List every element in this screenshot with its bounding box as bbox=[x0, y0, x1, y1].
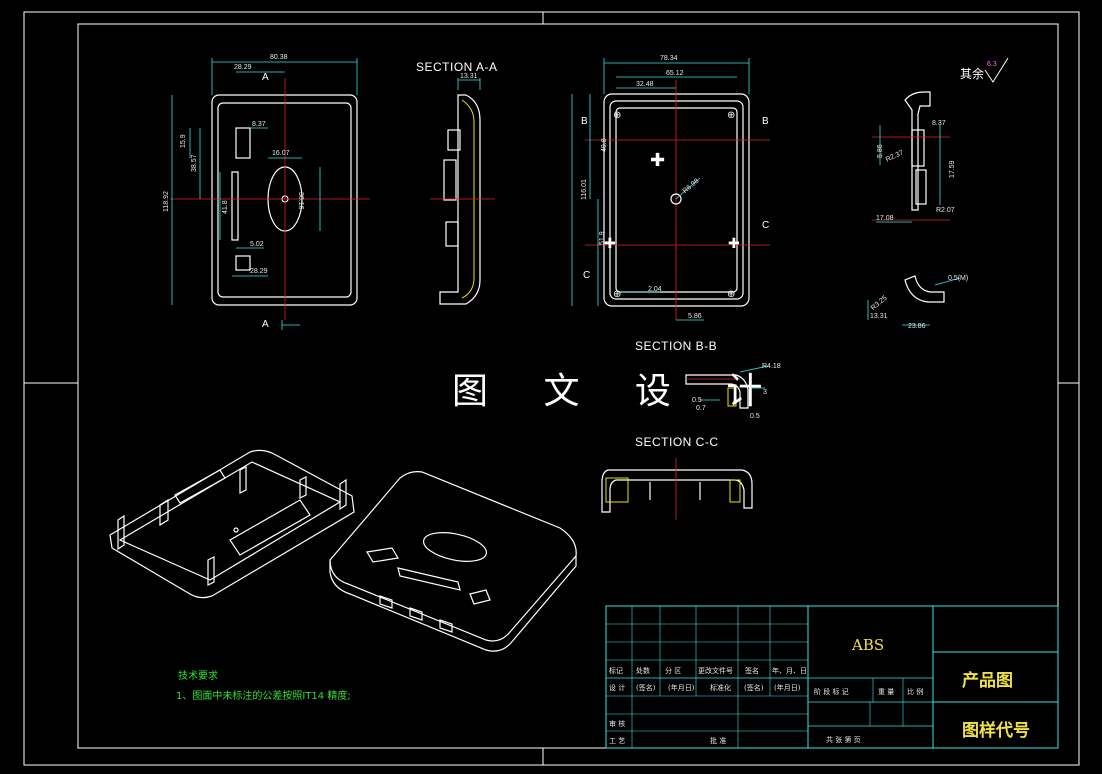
dim-118-92: 118.92 bbox=[163, 191, 170, 212]
roughness-value: 6.3 bbox=[987, 61, 997, 68]
notes-title: 技术要求 bbox=[178, 669, 218, 682]
tb-sheet: 共 张 第 页 bbox=[826, 735, 861, 744]
dim-17-59: 17.59 bbox=[949, 160, 956, 178]
tb-standard-label: 标准化 bbox=[710, 683, 731, 692]
dim-5-86: 5.86 bbox=[688, 313, 702, 320]
dim-13-31-side: 13.31 bbox=[870, 313, 888, 320]
dim-r6-98: R6.98 bbox=[682, 178, 701, 195]
dim-28-29-bottom: 28.29 bbox=[250, 268, 268, 275]
crosshair-mark-3: ✚ bbox=[728, 236, 740, 252]
tb-design-label: 设 计 bbox=[609, 683, 625, 692]
section-aa-title: SECTION A-A bbox=[416, 60, 498, 74]
dim-0-5-a: 0.5 bbox=[692, 397, 702, 404]
inner-frame bbox=[77, 23, 1059, 749]
corner-boss-tl: ⊕ bbox=[613, 110, 621, 121]
corner-boss-br: ⊕ bbox=[727, 289, 735, 300]
dim-16-07: 16.07 bbox=[272, 150, 290, 157]
corner-boss-bl: ⊕ bbox=[613, 289, 621, 300]
watermark-text: 图 文 设 计 bbox=[452, 371, 784, 412]
title-block: 标记 处数 分 区 更改文件号 签名 年、月、日 设 计 (签名) (年月日) … bbox=[605, 605, 1059, 749]
tb-standard-sign: (签名) bbox=[744, 683, 764, 692]
dim-r4-18: R4.18 bbox=[762, 363, 781, 370]
tb-weight: 重 量 bbox=[878, 688, 894, 696]
dim-0-5m: 0.5(M) bbox=[948, 275, 968, 282]
dim-32-48: 32.48 bbox=[636, 81, 654, 88]
dim-51-9: 51.9 bbox=[599, 231, 606, 245]
tb-header-sign: 签名 bbox=[745, 666, 759, 675]
dim-38-57: 38.57 bbox=[191, 154, 198, 172]
dim-15-9: 15.9 bbox=[180, 134, 187, 148]
cut-label-b-right: B bbox=[762, 116, 769, 127]
dim-49-8: 49.8 bbox=[601, 138, 608, 152]
side-view: 8.37 5.86 R2.37 17.59 17.08 R2.07 0.5(M)… bbox=[867, 57, 1009, 330]
outer-frame bbox=[23, 11, 1080, 766]
roughness-check-icon bbox=[984, 57, 1009, 83]
tb-review: 审 核 bbox=[609, 719, 625, 728]
section-cc-view: SECTION C-C bbox=[601, 435, 753, 520]
tb-header-change-doc: 更改文件号 bbox=[698, 666, 733, 675]
tb-material: ABS bbox=[851, 636, 884, 654]
tb-standard-date: (年月日) bbox=[774, 683, 801, 692]
tb-stage-mark: 阶 段 标 记 bbox=[814, 687, 849, 696]
section-aa-view: 13.31 SECTION A-A bbox=[416, 60, 498, 305]
tb-header-zone: 分 区 bbox=[665, 666, 681, 675]
dim-23-86: 23.86 bbox=[908, 323, 926, 330]
dim-30-16: 30.16 bbox=[297, 192, 304, 210]
dim-8-37: 8.37 bbox=[252, 121, 266, 128]
dim-3: 3 bbox=[763, 389, 767, 396]
crosshair-mark-2: ✚ bbox=[604, 236, 616, 252]
notes-line-1: 1、图面中未标注的公差按照IT14 精度; bbox=[176, 689, 351, 702]
front-view: 80.38 28.29 8.37 16.07 15.9 38.57 118.92… bbox=[163, 54, 370, 330]
dim-41-8: 41.8 bbox=[222, 200, 229, 214]
dim-0-7: 0.7 bbox=[696, 405, 706, 412]
corner-boss-tr: ⊕ bbox=[727, 110, 735, 121]
dim-8-37-side: 8.37 bbox=[932, 120, 946, 127]
dim-0-5-b: 0.5 bbox=[750, 413, 760, 420]
tb-design-date: (年月日) bbox=[668, 683, 695, 692]
roughness-label: 其余 bbox=[960, 66, 984, 81]
crosshair-mark-1: ✚ bbox=[650, 150, 665, 171]
dim-28-29-top: 28.29 bbox=[234, 64, 252, 71]
section-bb-title: SECTION B-B bbox=[635, 339, 717, 353]
dim-78-34: 78.34 bbox=[660, 55, 678, 62]
dim-80-38: 80.38 bbox=[270, 54, 288, 61]
dim-r2-07: R2.07 bbox=[936, 207, 955, 214]
dim-2-04: 2.04 bbox=[648, 286, 662, 293]
tb-header-count: 处数 bbox=[636, 666, 650, 675]
cut-label-a-bottom: A bbox=[262, 319, 269, 330]
dim-13-31-aa: 13.31 bbox=[460, 73, 478, 80]
dim-r3-25: R3.25 bbox=[870, 295, 889, 312]
tb-header-date: 年、月、日 bbox=[772, 666, 807, 675]
dim-65-12: 65.12 bbox=[666, 70, 684, 77]
dim-5-02: 5.02 bbox=[250, 241, 264, 248]
section-cc-title: SECTION C-C bbox=[635, 435, 719, 449]
isometric-cover bbox=[329, 471, 577, 652]
isometric-shell-open bbox=[109, 449, 355, 599]
tb-drawing-code: 图样代号 bbox=[962, 720, 1030, 741]
section-bb-view: SECTION B-B R4.18 3 0.5 0.7 0.5 bbox=[635, 339, 781, 420]
dim-r2-37: R2.37 bbox=[885, 149, 905, 163]
cut-label-c-left: C bbox=[583, 270, 590, 281]
tb-design-sign: (签名) bbox=[636, 683, 656, 692]
tb-product-name: 产品图 bbox=[962, 670, 1013, 691]
cut-label-c-right: C bbox=[762, 220, 769, 231]
cut-label-a-top: A bbox=[262, 72, 269, 83]
tb-process: 工 艺 bbox=[609, 737, 625, 745]
tb-scale: 比 例 bbox=[907, 687, 923, 696]
dim-5-86-side: 5.86 bbox=[877, 144, 884, 158]
tb-header-mark: 标记 bbox=[609, 666, 623, 675]
dim-116-01: 116.01 bbox=[581, 179, 588, 200]
dim-17-08: 17.08 bbox=[876, 215, 894, 222]
cut-label-b-left: B bbox=[581, 116, 588, 127]
tb-approve: 批 准 bbox=[710, 736, 726, 745]
back-view: ✚ ✚ ✚ ⊕ ⊕ ⊕ ⊕ 78.34 65.12 32.48 116.01 4… bbox=[571, 55, 770, 321]
